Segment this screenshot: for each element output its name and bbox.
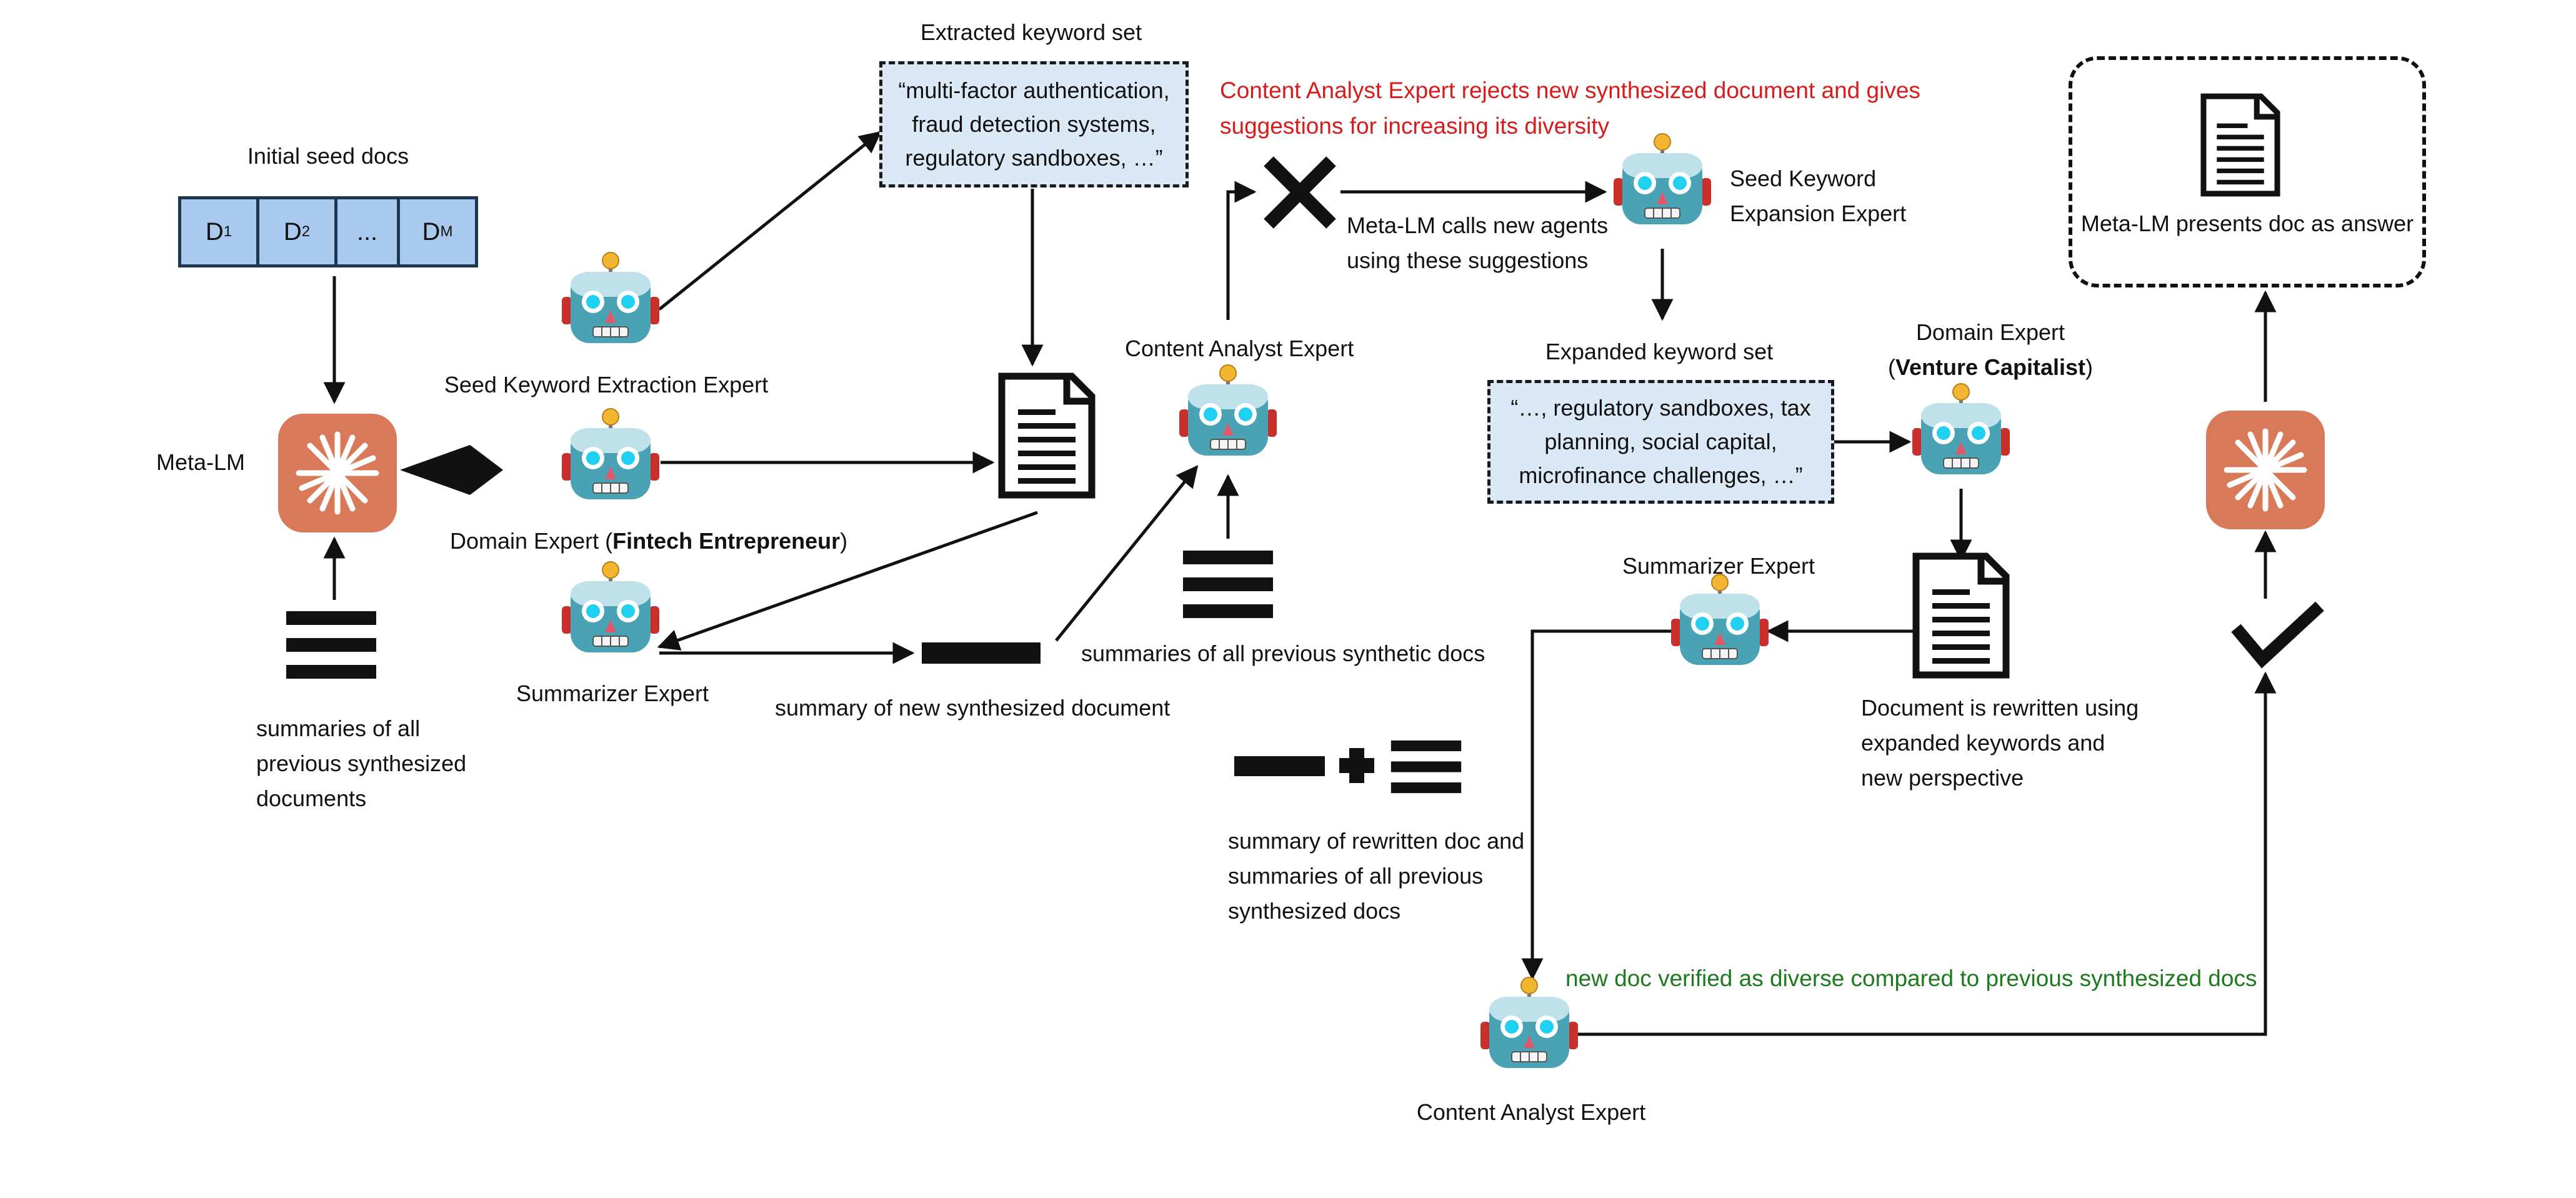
- verified-text: new doc verified as diverse compared to …: [1565, 966, 2257, 991]
- cross-icon: [1264, 156, 1336, 229]
- rejection-text: Content Analyst Expert rejects new synth…: [1220, 77, 1920, 139]
- summarizer-expert-2-label: Summarizer Expert: [1622, 553, 1815, 579]
- robot-icon: [562, 409, 659, 499]
- summary-new-synthesized-label: summary of new synthesized document: [775, 695, 1171, 721]
- robot-icon: [1671, 574, 1769, 665]
- summary-bar-icon: [922, 642, 1041, 664]
- extracted-keywords-box: “multi-factor authentication, fraud dete…: [879, 61, 1189, 187]
- extracted-keyword-set-title: Extracted keyword set: [920, 19, 1142, 45]
- domain-expert-fintech-label: Domain Expert (Fintech Entrepreneur): [450, 528, 848, 554]
- summary-stack-icon: [1390, 740, 1462, 794]
- summaries-prev-synthetic-label: summaries of all previous synthetic docs: [1081, 641, 1485, 666]
- robot-icon: [1912, 384, 2010, 474]
- meta-lm-label: Meta-LM: [156, 449, 246, 475]
- seed-keyword-expansion-expert-label: Seed Keyword Expansion Expert: [1730, 166, 1907, 226]
- content-analyst-expert-label: Content Analyst Expert: [1125, 336, 1354, 361]
- summary-bar-icon: [1234, 756, 1325, 776]
- summary-stack-icon: [1183, 551, 1273, 618]
- robot-icon: [1179, 365, 1277, 456]
- document-icon: [1002, 376, 1092, 495]
- robot-icon: [1480, 977, 1578, 1068]
- meta-lm-presents-label: Meta-LM presents doc as answer: [2080, 211, 2414, 236]
- doc-rewritten-label: Document is rewritten using expanded key…: [1861, 695, 2139, 791]
- seed-keyword-extraction-expert-label: Seed Keyword Extraction Expert: [444, 372, 769, 397]
- robot-icon: [562, 562, 659, 652]
- meta-lm-calls-label: Meta-LM calls new agents using these sug…: [1347, 212, 1609, 273]
- content-analyst-expert-2-label: Content Analyst Expert: [1416, 1099, 1646, 1125]
- robot-icon: [1614, 134, 1711, 224]
- summarizer-expert-label: Summarizer Expert: [516, 681, 709, 706]
- expanded-keyword-set-title: Expanded keyword set: [1545, 339, 1774, 364]
- document-icon: [1916, 556, 2006, 675]
- dispatch-arrow-icon: [400, 445, 503, 495]
- check-icon: [2231, 601, 2324, 669]
- answer-box: [2069, 56, 2426, 287]
- summary-stack-icon: [286, 611, 376, 679]
- initial-seed-docs-label: Initial seed docs: [247, 143, 409, 169]
- plus-icon: [1339, 748, 1374, 783]
- meta-lm-logo-icon: [278, 414, 397, 532]
- summaries-prev-synthesized-label: summaries of all previous synthesized do…: [256, 716, 467, 811]
- robot-icon: [562, 252, 659, 343]
- summary-rewritten-label: summary of rewritten doc and summaries o…: [1228, 828, 1525, 924]
- expanded-keywords-box: “…, regulatory sandboxes, tax planning, …: [1487, 380, 1834, 504]
- domain-expert-vc-label: Domain Expert (Venture Capitalist): [1887, 319, 2094, 380]
- seed-doc-cell: ...: [334, 196, 400, 267]
- meta-lm-logo-icon: [2206, 411, 2325, 529]
